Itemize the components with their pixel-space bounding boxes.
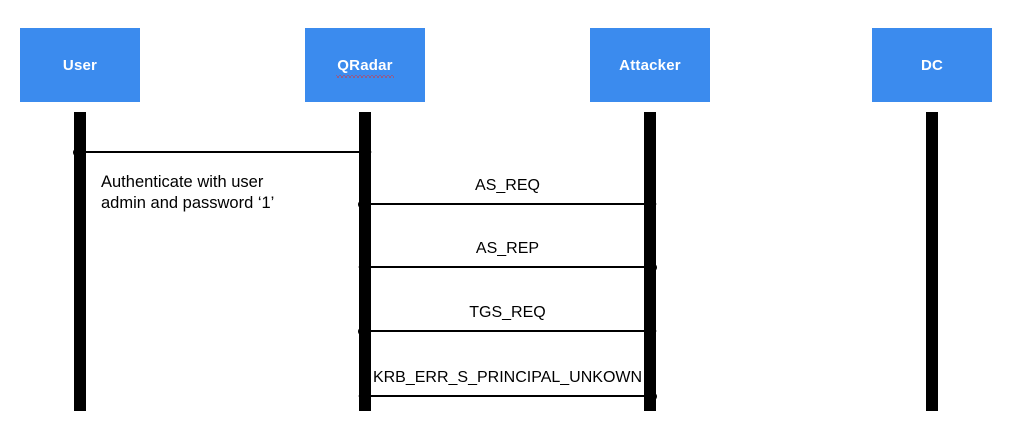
message-label: TGS_REQ: [469, 304, 546, 322]
actor-label-dc: DC: [920, 56, 944, 74]
arrowhead-icon: [644, 198, 657, 210]
arrowhead-icon: [358, 390, 371, 402]
actor-label-attacker: Attacker: [619, 56, 681, 74]
message-line: [359, 330, 656, 332]
actor-label-user: User: [62, 56, 98, 74]
message-label: AS_REQ: [475, 177, 540, 195]
arrowhead-icon: [644, 325, 657, 337]
message-label: AS_REP: [475, 240, 540, 258]
message-line: [359, 395, 656, 397]
lifeline-attacker: [644, 112, 656, 411]
actor-label-qradar: QRadar: [336, 56, 395, 78]
message-source-dot: [358, 200, 367, 209]
lifeline-dc: [926, 112, 938, 411]
message-source-dot: [73, 148, 82, 157]
lifeline-user: [74, 112, 86, 411]
note-authenticate-credentials: Authenticate with user admin and passwor…: [101, 173, 275, 213]
arrowhead-icon: [359, 146, 372, 158]
message-line: [74, 151, 371, 153]
message-source-dot: [358, 327, 367, 336]
actor-box-attacker[interactable]: Attacker: [590, 28, 710, 102]
message-line: [359, 203, 656, 205]
message-source-dot: [648, 392, 657, 401]
message-source-dot: [648, 263, 657, 272]
actor-box-user[interactable]: User: [20, 28, 140, 102]
actor-box-qradar[interactable]: QRadar: [305, 28, 425, 102]
actor-box-dc[interactable]: DC: [872, 28, 992, 102]
message-line: [359, 266, 656, 268]
arrowhead-icon: [358, 261, 371, 273]
message-label: KRB_ERR_S_PRINCIPAL_UNKOWN: [372, 369, 643, 387]
